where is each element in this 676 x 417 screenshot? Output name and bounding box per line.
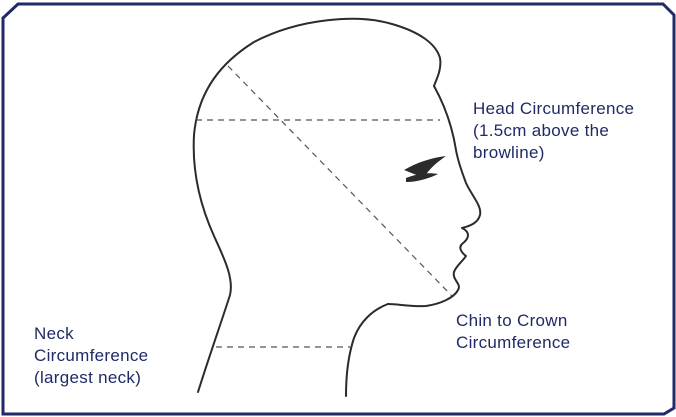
head-label-line-3: browline) xyxy=(473,142,634,164)
head-label-line-2: (1.5cm above the xyxy=(473,120,634,142)
neck-label-line-1: Neck xyxy=(34,323,148,345)
neck-label-line-3: (largest neck) xyxy=(34,367,148,389)
chin-to-crown-label: Chin to Crown Circumference xyxy=(456,310,570,354)
neck-label-line-2: Circumference xyxy=(34,345,148,367)
head-circumference-label: Head Circumference (1.5cm above the brow… xyxy=(473,98,634,164)
head-label-line-1: Head Circumference xyxy=(473,98,634,120)
chin-label-line-2: Circumference xyxy=(456,332,570,354)
chin-label-line-1: Chin to Crown xyxy=(456,310,570,332)
neck-circumference-label: Neck Circumference (largest neck) xyxy=(34,323,148,389)
